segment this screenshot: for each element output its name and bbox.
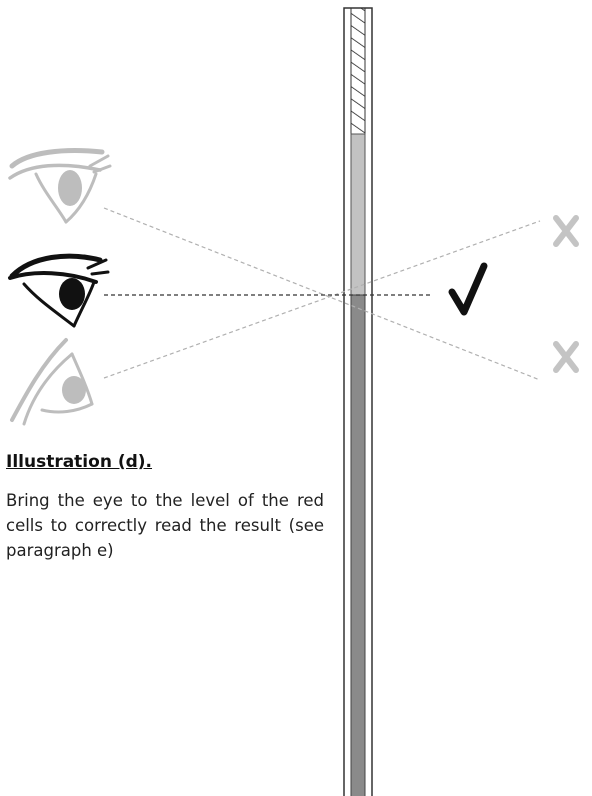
eye-icon — [12, 340, 92, 424]
illustration-title: Illustration (d). — [6, 452, 152, 472]
x-mark-icon — [556, 218, 576, 244]
red-cell-column — [351, 295, 365, 796]
plasma-column — [351, 134, 365, 295]
sedimentation-tube — [344, 8, 372, 796]
illustration-caption: Bring the eye to the level of the red ce… — [6, 488, 324, 563]
sight-line-below — [104, 221, 540, 378]
eye-icon — [10, 151, 110, 222]
x-mark-icon — [556, 344, 576, 370]
checkmark-icon — [452, 266, 484, 312]
eye-icon — [10, 256, 108, 326]
tube-empty-hatched-section — [351, 8, 365, 134]
